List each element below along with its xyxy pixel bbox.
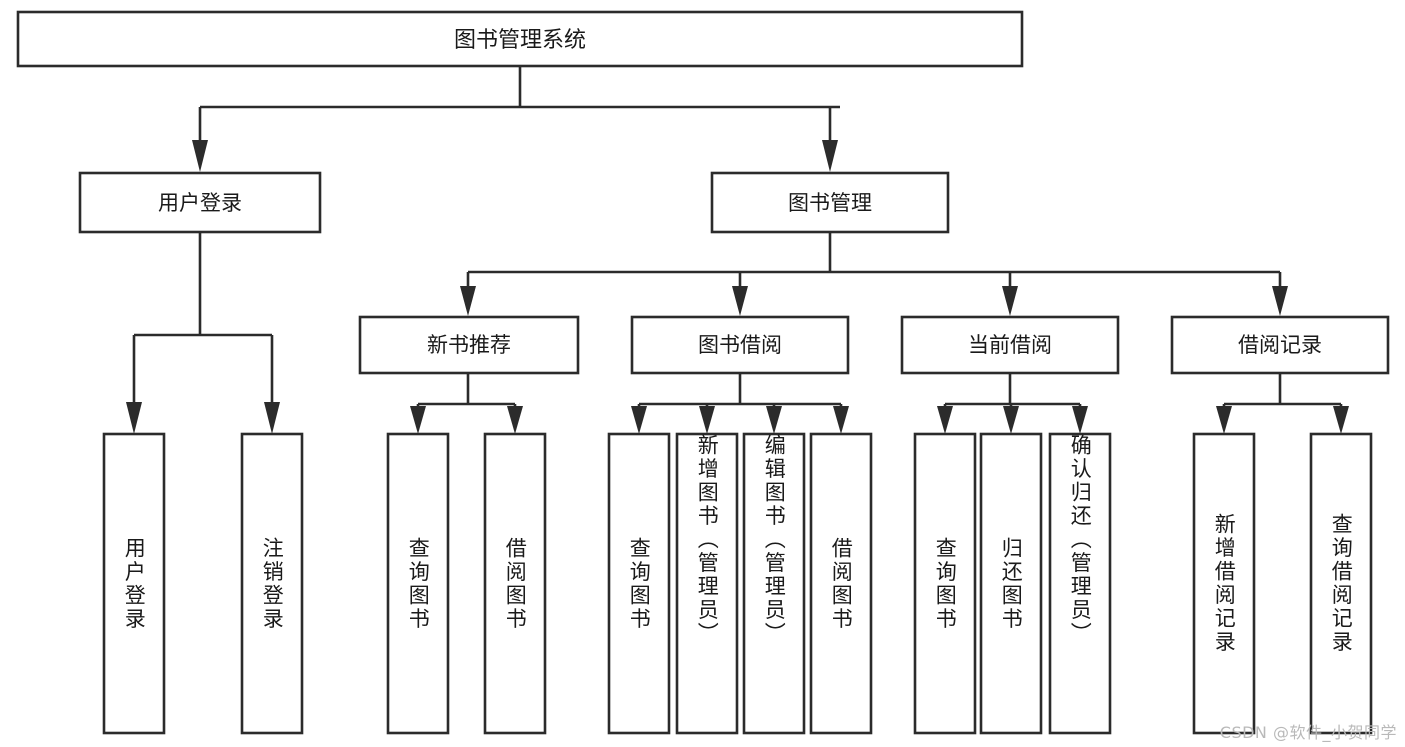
arrow-head-leaf-5 — [631, 406, 647, 434]
connector-group-userlogin — [126, 232, 280, 434]
node-new-book-recommend[interactable]: 新书推荐 — [358, 315, 580, 375]
connector-group-current — [937, 373, 1088, 434]
node-book-management[interactable]: 图书管理 — [710, 171, 950, 234]
watermark-text: CSDN @软件_小贺同学 — [1219, 723, 1397, 742]
node-leaf-2-box[interactable] — [240, 432, 304, 735]
node-book-borrow[interactable]: 图书借阅 — [630, 315, 850, 375]
node-user-login-box[interactable] — [78, 171, 322, 234]
arrow-head-leaf-3 — [410, 406, 426, 434]
node-leaf-4-box[interactable] — [483, 432, 547, 735]
node-leaf-1-box[interactable] — [102, 432, 166, 735]
connector-group-root — [192, 66, 840, 172]
node-borrow-record[interactable]: 借阅记录 — [1170, 315, 1390, 375]
arrow-head-leaf-8 — [833, 406, 849, 434]
arrow-head-newbook — [460, 286, 476, 316]
arrow-head-leaf-10 — [1003, 406, 1019, 434]
arrow-head-leaf-9 — [937, 406, 953, 434]
node-borrow-record-box[interactable] — [1170, 315, 1390, 375]
arrow-head-leaf-4 — [507, 406, 523, 434]
node-book-management-box[interactable] — [710, 171, 950, 234]
arrow-head-leaf-13 — [1333, 406, 1349, 434]
arrow-head-leaf-12 — [1216, 406, 1232, 434]
arrow-head-current — [1002, 286, 1018, 316]
arrow-head-record — [1272, 286, 1288, 316]
arrow-head-leaf-11 — [1072, 406, 1088, 434]
node-leaf-12-box[interactable] — [1192, 432, 1256, 735]
connector-group-record — [1216, 373, 1349, 434]
arrow-head-leaf-2 — [264, 402, 280, 434]
node-book-borrow-label: 图书借阅 — [698, 333, 782, 357]
arrow-head-leaf-7 — [766, 406, 782, 434]
arrow-head-leaf-6 — [699, 406, 715, 434]
node-root-box[interactable] — [16, 10, 1024, 68]
node-leaf-3-box[interactable] — [386, 432, 450, 735]
node-new-book-recommend-box[interactable] — [358, 315, 580, 375]
node-leaf-5-box[interactable] — [607, 432, 671, 735]
node-root-label: 图书管理系统 — [454, 28, 586, 53]
node-user-login[interactable]: 用户登录 — [78, 171, 322, 234]
node-book-management-label: 图书管理 — [788, 191, 872, 215]
node-current-borrow-box[interactable] — [900, 315, 1120, 375]
connector-group-borrow — [631, 373, 849, 434]
node-leaf-7-box[interactable] — [742, 432, 806, 735]
arrow-head-leaf-1 — [126, 402, 142, 434]
node-current-borrow[interactable]: 当前借阅 — [900, 315, 1120, 375]
connector-group-bookmgmt — [460, 232, 1288, 316]
arrow-head-userlogin — [192, 140, 208, 172]
node-borrow-record-label: 借阅记录 — [1238, 333, 1322, 357]
node-leaf-11-box[interactable] — [1048, 432, 1112, 735]
arrow-head-borrow — [732, 286, 748, 316]
node-new-book-recommend-label: 新书推荐 — [427, 333, 511, 357]
arrow-head-bookmgmt — [822, 140, 838, 172]
node-user-login-label: 用户登录 — [158, 191, 242, 215]
connector-group-newbook — [410, 373, 523, 434]
node-leaf-9-box[interactable] — [913, 432, 977, 735]
node-book-borrow-box[interactable] — [630, 315, 850, 375]
node-leaf-6-box[interactable] — [675, 432, 739, 735]
node-current-borrow-label: 当前借阅 — [968, 333, 1052, 357]
node-leaf-13-box[interactable] — [1309, 432, 1373, 735]
node-leaf-10-box[interactable] — [979, 432, 1043, 735]
node-root[interactable]: 图书管理系统 — [16, 10, 1024, 68]
node-leaf-8-box[interactable] — [809, 432, 873, 735]
